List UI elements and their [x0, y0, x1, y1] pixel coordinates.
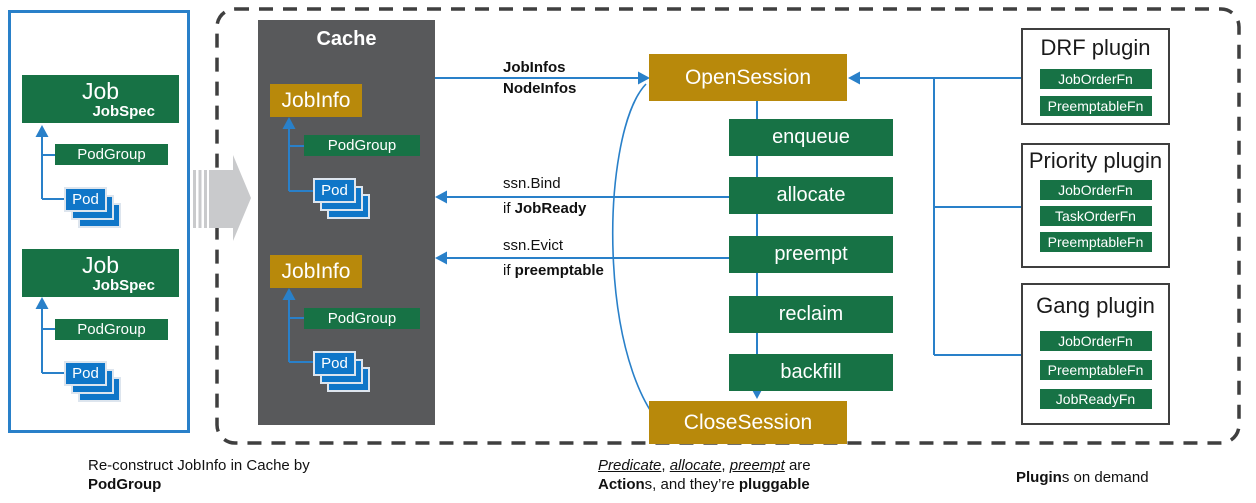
caption-plugin-bold: Plugin [1016, 469, 1062, 486]
caption-right-rest: s on demand [1061, 469, 1149, 486]
jobspec-label: JobSpec [92, 102, 155, 120]
caption-actions-bold: Action [598, 476, 645, 493]
pod-box: Pod [313, 178, 356, 203]
caption-right: Plugins on demand [1016, 468, 1149, 487]
nodeinfos-label: NodeInfos [503, 80, 577, 97]
caption-middle-text: s, and they’re [644, 476, 739, 493]
arrowhead [848, 71, 860, 85]
pod-stack: Pod [64, 187, 126, 232]
arrowhead [638, 71, 650, 85]
action-box-enqueue: enqueue [729, 119, 893, 156]
pod-stack: Pod [64, 361, 126, 406]
action-box-preempt: preempt [729, 236, 893, 273]
caption-left: Re-construct JobInfo in Cache by PodGrou… [88, 456, 310, 494]
arrowhead [282, 117, 296, 129]
edge-pod-to-job-2 [41, 301, 64, 374]
fn-box: JobOrderFn [1039, 69, 1152, 89]
plugin-title: Priority plugin [1028, 148, 1163, 173]
arrowhead [435, 251, 447, 265]
jobinfo-box: JobInfo [270, 255, 362, 288]
action-box-reclaim: reclaim [729, 296, 893, 333]
fn-box: PreemptableFn [1039, 232, 1152, 252]
podgroup-box: PodGroup [55, 144, 168, 165]
caption-word-allocate: allocate [669, 457, 722, 474]
jobready-bold: JobReady [514, 200, 587, 217]
job-box: Job JobSpec [22, 75, 179, 123]
drf-plugin-box: DRF plugin JobOrderFn PreemptableFn [1021, 28, 1170, 125]
caption-left-line2: PodGroup [88, 476, 162, 493]
edge-close-to-open-loop [611, 83, 681, 442]
ssn-bind-label: ssn.Bind [503, 175, 561, 192]
cache-title: Cache [316, 28, 377, 50]
jobinfos-label: JobInfos [503, 59, 566, 76]
close-session-box: CloseSession [649, 401, 847, 444]
arrowhead [282, 288, 296, 300]
podgroup-box: PodGroup [55, 319, 168, 340]
pod-stack: Pod [313, 351, 375, 396]
caption-middle: Predicate, allocate, preempt are Actions… [598, 456, 811, 494]
action-box-allocate: allocate [729, 177, 893, 214]
edge-pod-to-jobinfo-1 [288, 121, 313, 192]
jobspec-label: JobSpec [92, 276, 155, 294]
if-preemptable-label: if preemptable [503, 263, 604, 279]
job-label: Job [81, 77, 120, 104]
pod-box: Pod [64, 361, 107, 386]
priority-plugin-box: Priority plugin JobOrderFn TaskOrderFn P… [1021, 143, 1170, 268]
fn-box: TaskOrderFn [1039, 206, 1152, 226]
caption-left-line1: Re-construct JobInfo in Cache by [88, 457, 310, 474]
caption-pluggable-bold: pluggable [738, 476, 810, 493]
pod-box: Pod [313, 351, 356, 376]
edge-pod-to-jobinfo-2 [288, 292, 313, 363]
caption-suffix: are [784, 457, 811, 474]
arrowhead [35, 297, 49, 309]
fn-box: JobReadyFn [1039, 389, 1152, 409]
arrowhead [35, 125, 49, 137]
edge-pod-to-job-1 [41, 129, 64, 200]
podgroup-box: PodGroup [304, 135, 420, 156]
fn-box: JobOrderFn [1039, 331, 1152, 351]
arrowhead [435, 190, 447, 204]
open-session-box: OpenSession [649, 54, 847, 101]
if-jobready-label: if JobReady [503, 201, 586, 217]
fn-box: PreemptableFn [1039, 360, 1152, 380]
jobinfo-box: JobInfo [270, 84, 362, 117]
if-prefix: if [503, 262, 515, 279]
pod-box: Pod [64, 187, 107, 212]
fn-box: JobOrderFn [1039, 180, 1152, 200]
action-box-backfill: backfill [729, 354, 893, 391]
flow-arrow-icon [193, 155, 251, 241]
job-label: Job [81, 251, 120, 278]
plugin-title: DRF plugin [1040, 35, 1151, 60]
ssn-evict-label: ssn.Evict [503, 237, 564, 254]
if-prefix: if [503, 200, 515, 217]
separator: , [721, 457, 730, 474]
fn-box: PreemptableFn [1039, 96, 1152, 116]
plugin-title: Gang plugin [1036, 293, 1155, 318]
job-box: Job JobSpec [22, 249, 179, 297]
pod-stack: Pod [313, 178, 375, 223]
separator: , [661, 457, 670, 474]
caption-word-preempt: preempt [729, 457, 785, 474]
gang-plugin-box: Gang plugin JobOrderFn PreemptableFn Job… [1021, 283, 1170, 425]
preemptable-bold: preemptable [514, 262, 604, 279]
caption-word-predicate: Predicate [598, 457, 662, 474]
podgroup-box: PodGroup [304, 308, 420, 329]
